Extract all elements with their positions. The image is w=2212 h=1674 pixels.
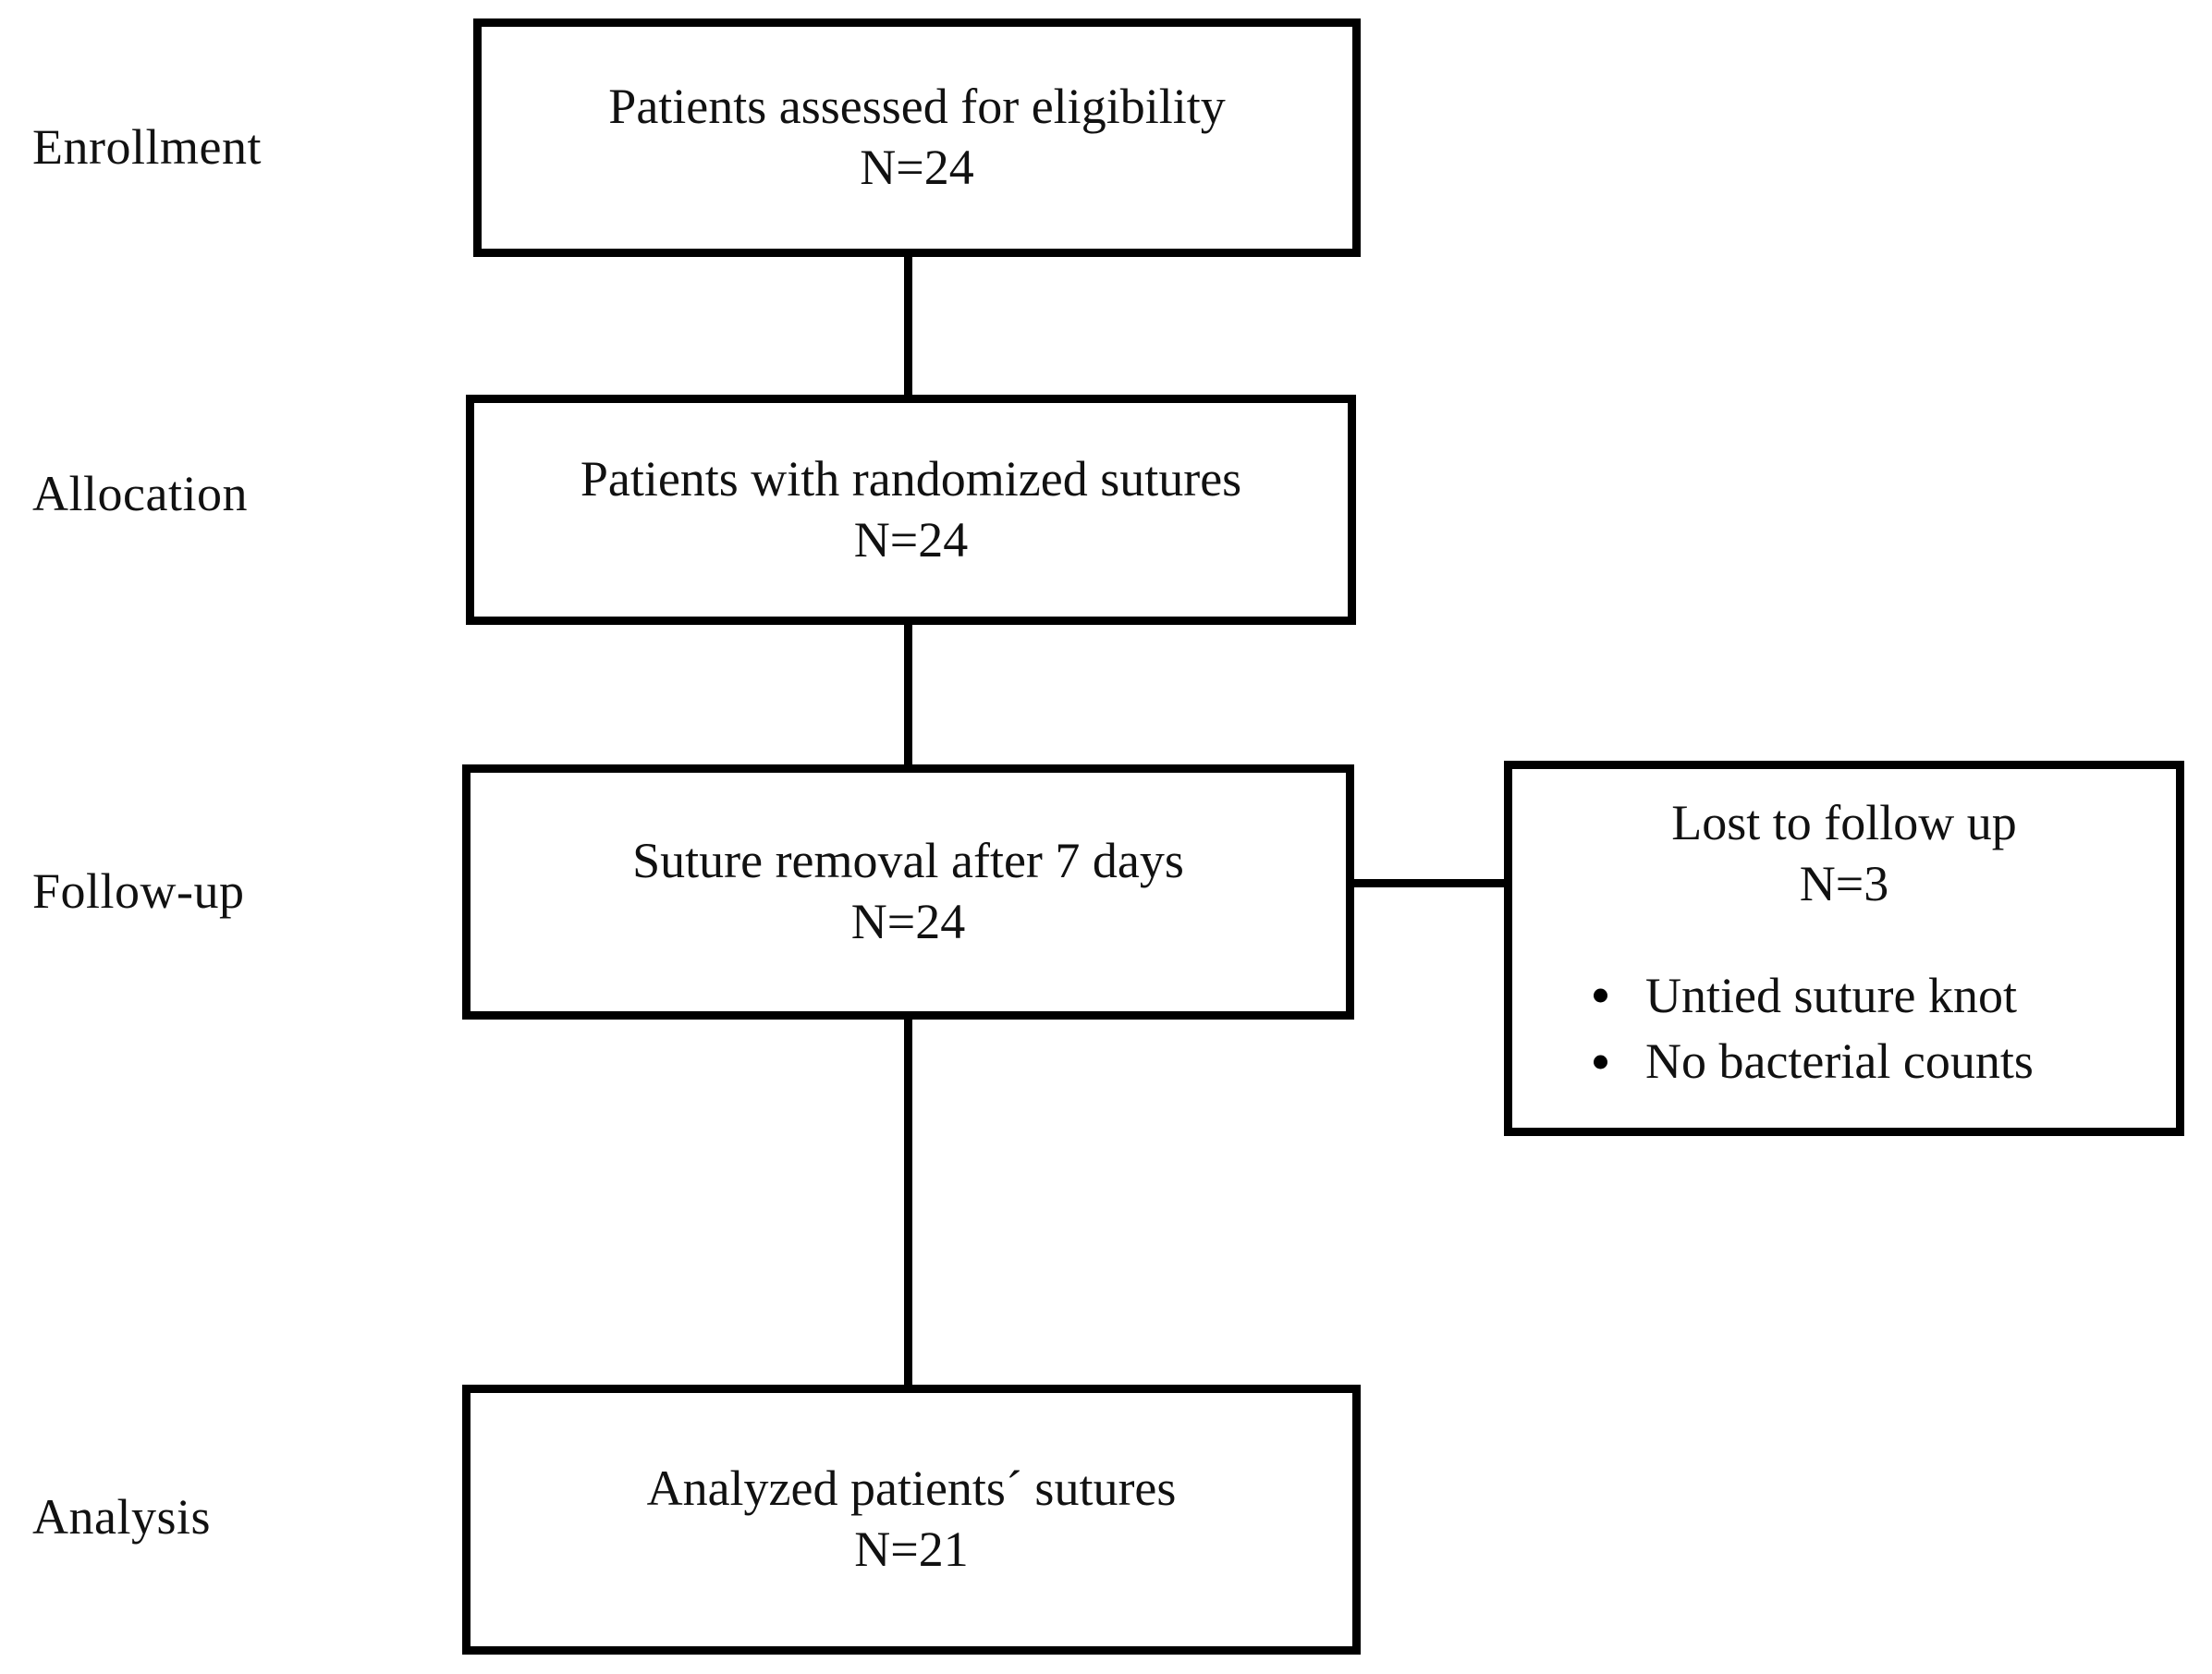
- exclusion-reason-label: No bacterial counts: [1645, 1033, 2034, 1090]
- box-suture-removal-after-7-days: Suture removal after 7 days N=24: [462, 764, 1354, 1020]
- list-item: No bacterial counts: [1590, 1029, 2176, 1094]
- connector-followup-to-exclusion: [1345, 879, 1511, 887]
- list-item: Untied suture knot: [1590, 963, 2176, 1029]
- bullet-icon: [1594, 1055, 1607, 1069]
- box-patients-assessed-for-eligibility: Patients assessed for eligibility N=24: [473, 18, 1361, 257]
- box-enrollment-title: Patients assessed for eligibility: [608, 79, 1226, 135]
- exclusion-heading-group: Lost to follow up N=3: [1512, 793, 2176, 915]
- stage-label-analysis: Analysis: [32, 1489, 211, 1545]
- exclusion-reason-list: Untied suture knot No bacterial counts: [1512, 963, 2176, 1095]
- box-analysis-count: N=21: [854, 1521, 969, 1577]
- box-enrollment-count: N=24: [860, 140, 974, 195]
- connector-allocation-to-followup: [904, 605, 912, 786]
- box-allocation-count: N=24: [853, 511, 969, 568]
- connector-followup-to-analysis: [904, 998, 912, 1405]
- box-followup-title: Suture removal after 7 days: [632, 833, 1184, 889]
- box-exclusion-count: N=3: [1799, 855, 1889, 911]
- box-allocation-title: Patients with randomized sutures: [580, 450, 1242, 507]
- connector-enrollment-to-allocation: [904, 231, 912, 416]
- box-exclusion-title: Lost to follow up: [1671, 795, 2017, 850]
- stage-label-follow-up: Follow-up: [32, 863, 245, 919]
- box-patients-with-randomized-sutures: Patients with randomized sutures N=24: [466, 395, 1356, 625]
- stage-label-allocation: Allocation: [32, 466, 248, 521]
- exclusion-reason-label: Untied suture knot: [1645, 967, 2017, 1023]
- bullet-icon: [1594, 988, 1607, 1003]
- stage-label-enrollment: Enrollment: [32, 119, 262, 175]
- box-followup-count: N=24: [850, 894, 966, 949]
- box-analysis-title: Analyzed patients´ sutures: [646, 1460, 1177, 1517]
- box-lost-to-follow-up: Lost to follow up N=3 Untied suture knot…: [1504, 761, 2184, 1136]
- box-analyzed-patients-sutures: Analyzed patients´ sutures N=21: [462, 1385, 1361, 1655]
